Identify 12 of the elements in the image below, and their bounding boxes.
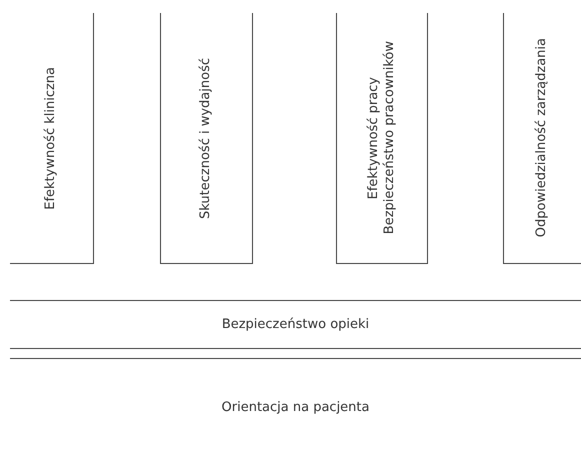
pillar-label: Bezpieczeństwo pracowników <box>383 41 398 235</box>
pillar-label: Skuteczność i wydajność <box>199 58 214 218</box>
pillar-label: Odpowiedzialność zarządzania <box>535 38 550 238</box>
band-label: Orientacja na pacjenta <box>222 400 370 414</box>
pillar-frame <box>160 13 253 264</box>
pillar-label: Efektywność pracy <box>366 76 381 200</box>
pillar-frame <box>503 13 581 264</box>
pillar-frame <box>10 13 94 264</box>
band-label: Bezpieczeństwo opieki <box>222 317 370 332</box>
pillar-label: Efektywność kliniczna <box>44 66 59 210</box>
band-frame <box>10 300 581 349</box>
pillar-frame <box>336 13 428 264</box>
